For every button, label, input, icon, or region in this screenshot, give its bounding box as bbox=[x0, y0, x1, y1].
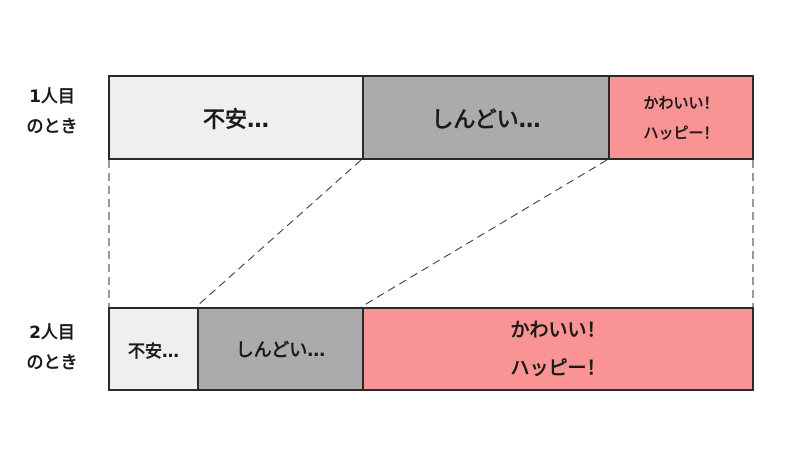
segment-anxious-second-text: 不安… bbox=[128, 341, 179, 362]
row-label-second-line2: のとき bbox=[26, 353, 78, 373]
segment-happy-second-line2: ハッピー！ bbox=[510, 357, 606, 379]
segment-tough-first: しんどい… bbox=[362, 77, 608, 158]
row-label-first-line2: のとき bbox=[26, 117, 78, 137]
row-label-second-child: 2人目 のとき bbox=[10, 318, 94, 378]
segment-anxious-second: 不安… bbox=[110, 309, 197, 389]
row-label-second-line1: 2人目 bbox=[29, 323, 75, 343]
segment-tough-first-text: しんどい… bbox=[431, 107, 541, 133]
emotion-bar-second-child: 不安… しんどい… かわいい！ ハッピー！ bbox=[108, 307, 754, 391]
segment-tough-second: しんどい… bbox=[197, 309, 362, 389]
connector-tough-happy bbox=[360, 159, 608, 308]
segment-tough-second-text: しんどい… bbox=[235, 340, 326, 361]
segment-happy-first-line2: ハッピー！ bbox=[643, 123, 719, 142]
segment-anxious-first: 不安… bbox=[110, 77, 362, 158]
emotion-bar-first-child: 不安… しんどい… かわいい！ ハッピー！ bbox=[108, 75, 754, 160]
row-label-first-line1: 1人目 bbox=[29, 87, 75, 107]
segment-anxious-first-text: 不安… bbox=[202, 107, 269, 133]
row-label-first-child: 1人目 のとき bbox=[10, 82, 94, 142]
connector-anxious-tough bbox=[195, 159, 362, 308]
segment-happy-second-line1: かわいい！ bbox=[510, 319, 606, 341]
segment-happy-first-line1: かわいい！ bbox=[643, 93, 719, 112]
segment-happy-second: かわいい！ ハッピー！ bbox=[362, 309, 752, 389]
segment-happy-first: かわいい！ ハッピー！ bbox=[608, 77, 752, 158]
